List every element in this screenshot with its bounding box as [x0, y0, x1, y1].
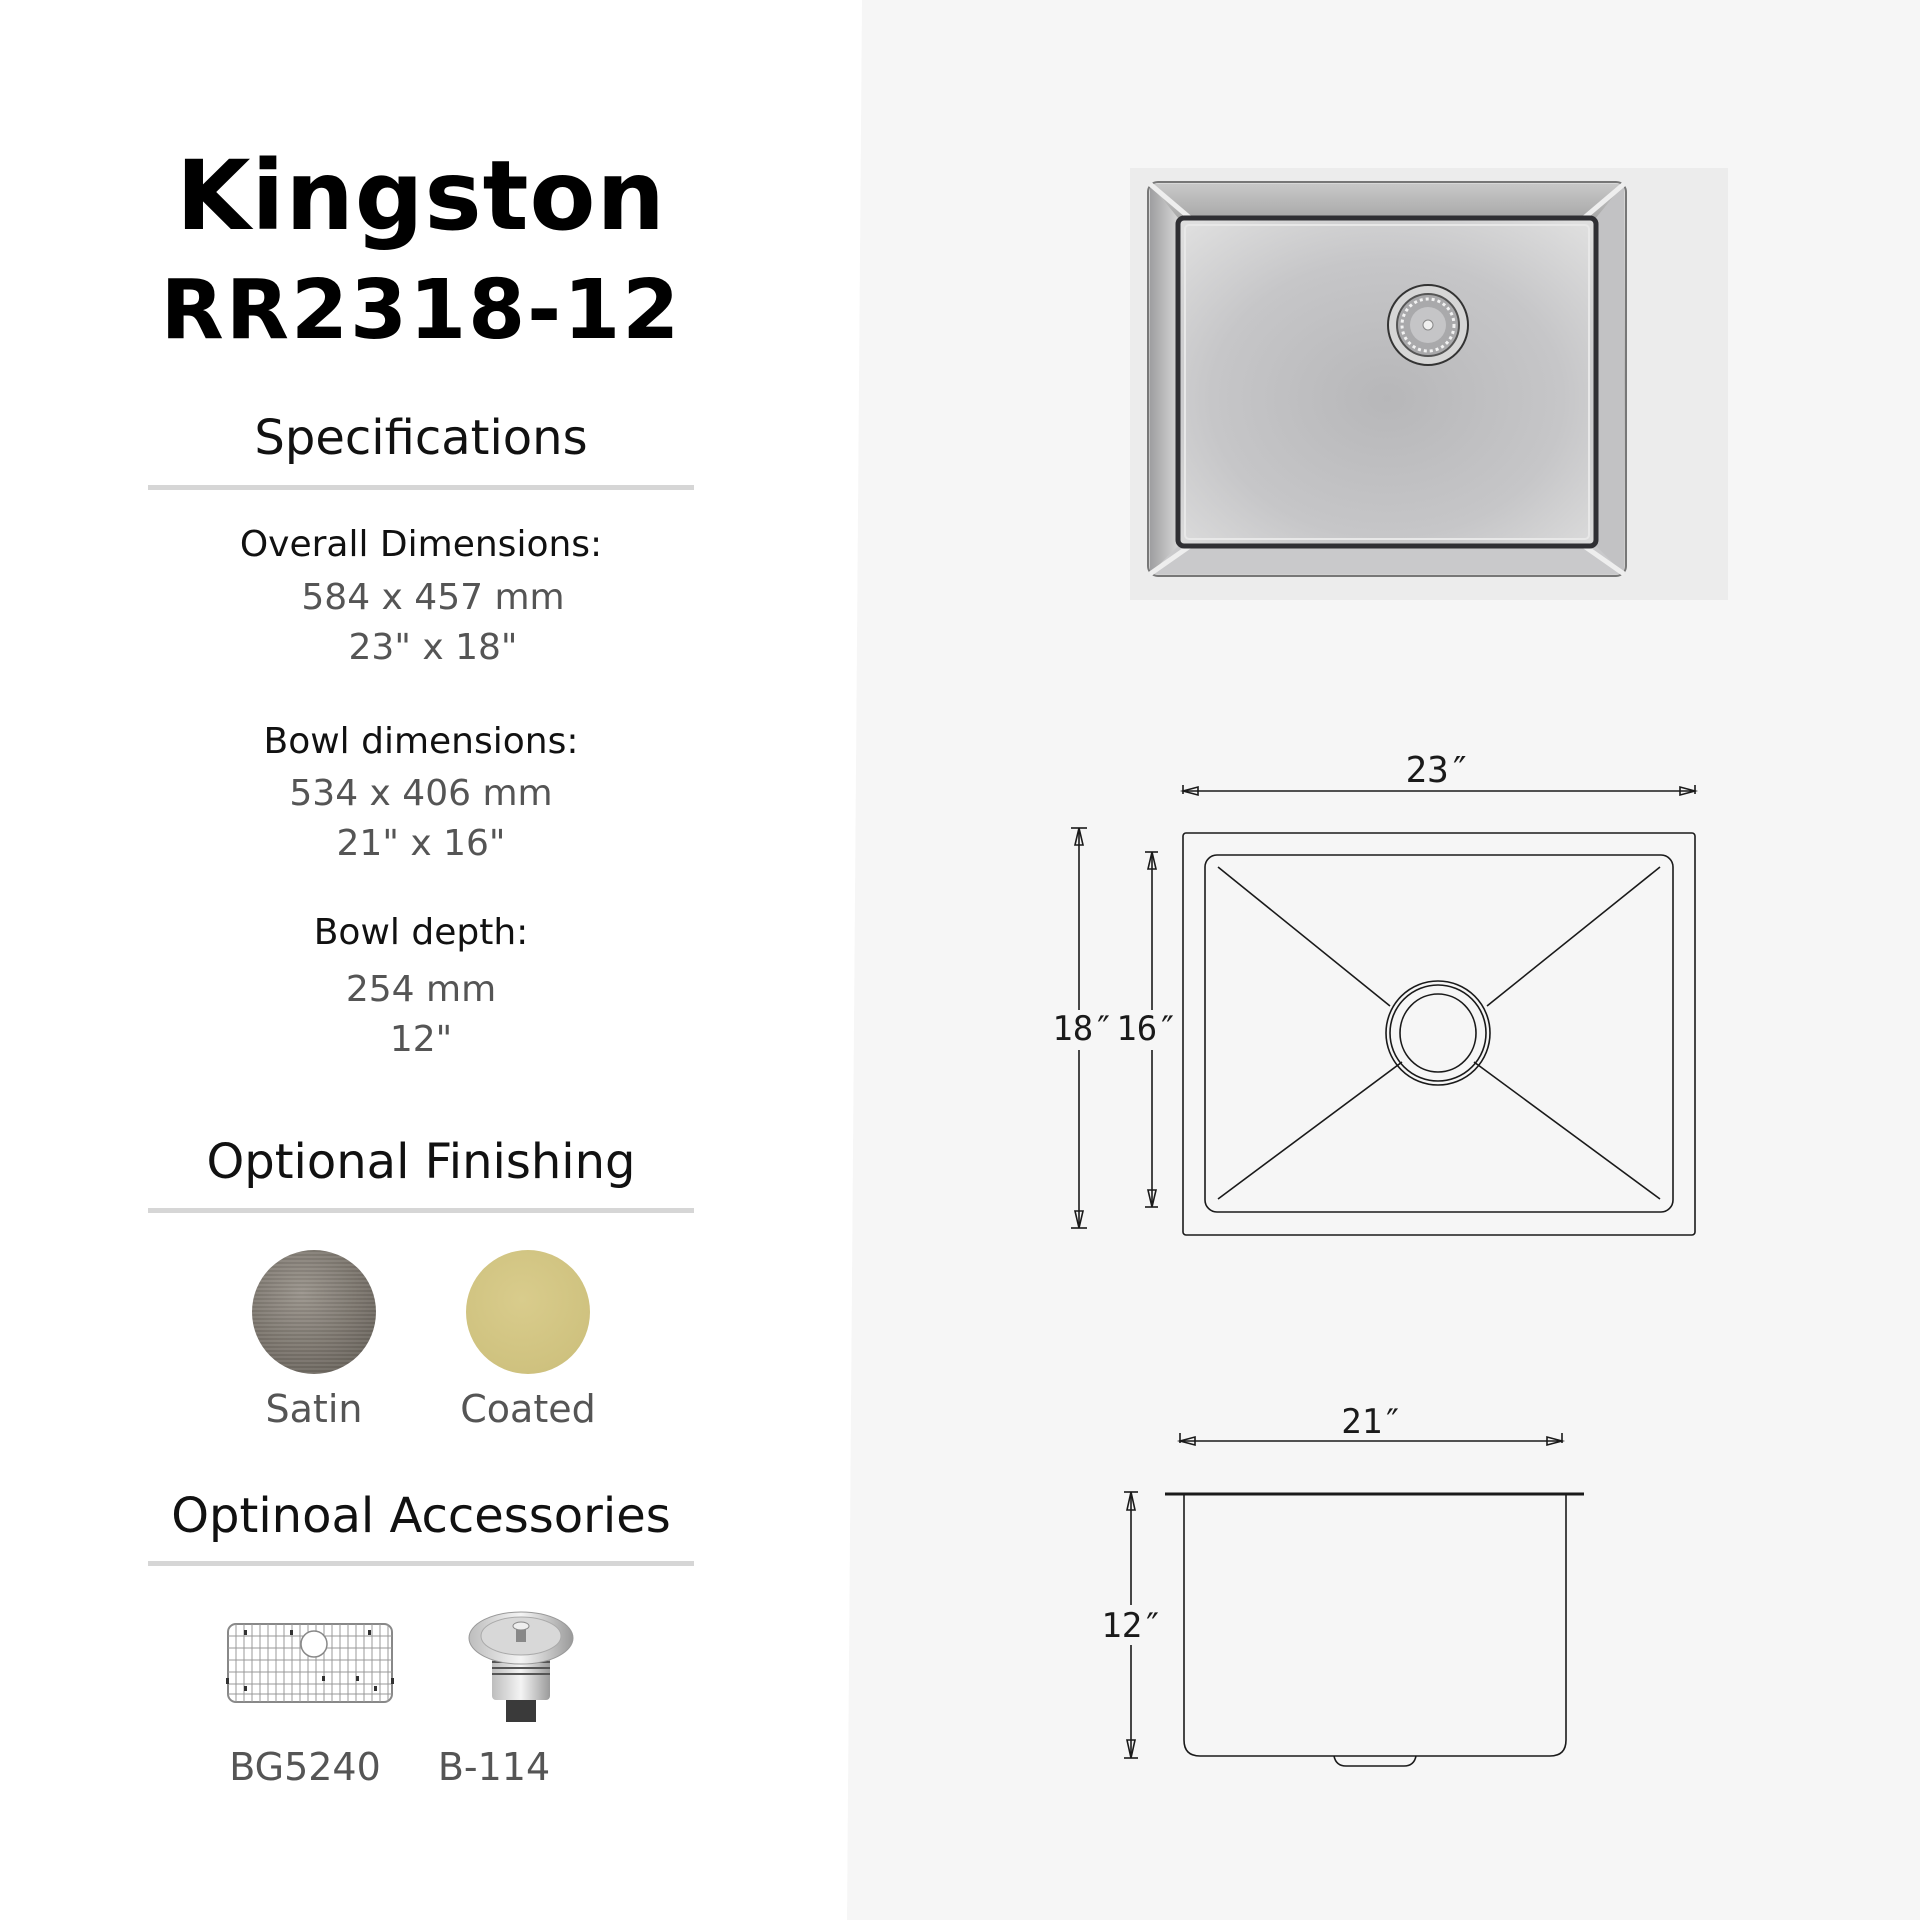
- top-view-drawing: 23″ 18″ 16″: [1052, 750, 1699, 1236]
- basket-strainer-icon[interactable]: [466, 1604, 576, 1726]
- optional-finishing-heading: Optional Finishing: [206, 1134, 636, 1190]
- satin-label: Satin: [265, 1387, 363, 1431]
- sink-photo: [1130, 168, 1728, 600]
- specifications-divider: [148, 485, 694, 490]
- bottom-grid-icon[interactable]: [226, 1622, 394, 1704]
- accessories-divider: [148, 1561, 694, 1566]
- model-number: RR2318-12: [160, 263, 682, 358]
- b114-label: B-114: [437, 1745, 551, 1789]
- bowl-depth-label: Bowl depth:: [313, 912, 529, 953]
- bowl-dimensions-imperial: 21" x 16": [336, 823, 506, 864]
- overall-dimensions-metric: 584 x 457 mm: [301, 577, 565, 618]
- bg5240-label: BG5240: [229, 1745, 381, 1789]
- satin-swatch[interactable]: [252, 1250, 376, 1374]
- coated-label: Coated: [460, 1387, 596, 1431]
- width-dimension-label: 23″: [1405, 750, 1470, 791]
- bowl-dimensions-label: Bowl dimensions:: [263, 721, 579, 762]
- finishing-divider: [148, 1208, 694, 1213]
- specifications-heading: Specifications: [254, 410, 588, 466]
- side-width-dimension-label: 21″: [1341, 1402, 1402, 1442]
- bowl-depth-imperial: 12": [389, 1019, 453, 1060]
- outer-height-dimension-label: 18″: [1052, 1009, 1113, 1049]
- inner-height-dimension-label: 16″: [1116, 1009, 1177, 1049]
- coated-swatch[interactable]: [466, 1250, 590, 1374]
- depth-dimension-label: 12″: [1101, 1606, 1162, 1646]
- side-view-drawing: 21″ 12″: [1101, 1402, 1584, 1767]
- overall-dimensions-label: Overall Dimensions:: [239, 524, 603, 565]
- bowl-dimensions-metric: 534 x 406 mm: [289, 773, 553, 814]
- bowl-depth-metric: 254 mm: [345, 969, 497, 1010]
- brand-name: Kingston: [176, 140, 666, 252]
- overall-dimensions-imperial: 23" x 18": [348, 627, 518, 668]
- optional-accessories-heading: Optinoal Accessories: [171, 1488, 671, 1544]
